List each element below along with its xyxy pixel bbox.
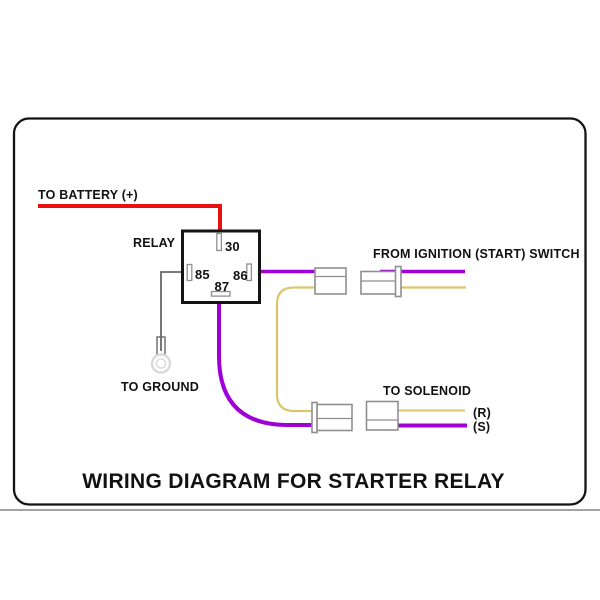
relay-terminal-30-slot bbox=[216, 232, 223, 252]
connector-upper-male-body bbox=[360, 270, 397, 295]
connector-lower-male-flange bbox=[311, 401, 318, 434]
relay-terminal-87-label: 87 bbox=[214, 278, 230, 294]
relay-terminal-85-slot bbox=[186, 263, 193, 282]
relay87-to-solenoid-wire bbox=[217, 296, 334, 427]
ignition-switch-label: FROM IGNITION (START) SWITCH bbox=[373, 247, 580, 261]
connector-upper-male-flange bbox=[394, 265, 402, 298]
solenoid-s-label: (S) bbox=[473, 420, 491, 434]
ring-terminal-hole bbox=[155, 358, 167, 369]
relay-terminal-86-label: 86 bbox=[233, 267, 248, 283]
battery-label: TO BATTERY (+) bbox=[38, 188, 138, 202]
relay-terminal-86-slot bbox=[246, 263, 253, 282]
relay-terminal-85-label: 85 bbox=[195, 267, 210, 282]
connector-lower-male-body bbox=[316, 403, 353, 432]
solenoid-r-label: (R) bbox=[473, 406, 491, 420]
relay-label: RELAY bbox=[133, 236, 176, 250]
resistor-loop-wire bbox=[275, 286, 334, 413]
relay-terminal-30-label: 30 bbox=[225, 239, 240, 254]
relay-terminal-87-slot bbox=[210, 290, 231, 297]
solenoid-label: TO SOLENOID bbox=[383, 384, 472, 398]
connector-lower-female bbox=[365, 400, 399, 431]
ground-label: TO GROUND bbox=[121, 380, 199, 394]
ground-wire bbox=[160, 271, 184, 351]
battery-wire bbox=[38, 204, 222, 233]
diagram-title: WIRING DIAGRAM FOR STARTER RELAY bbox=[82, 469, 505, 493]
page-border bbox=[12, 117, 587, 506]
connector-upper-female bbox=[314, 267, 347, 295]
